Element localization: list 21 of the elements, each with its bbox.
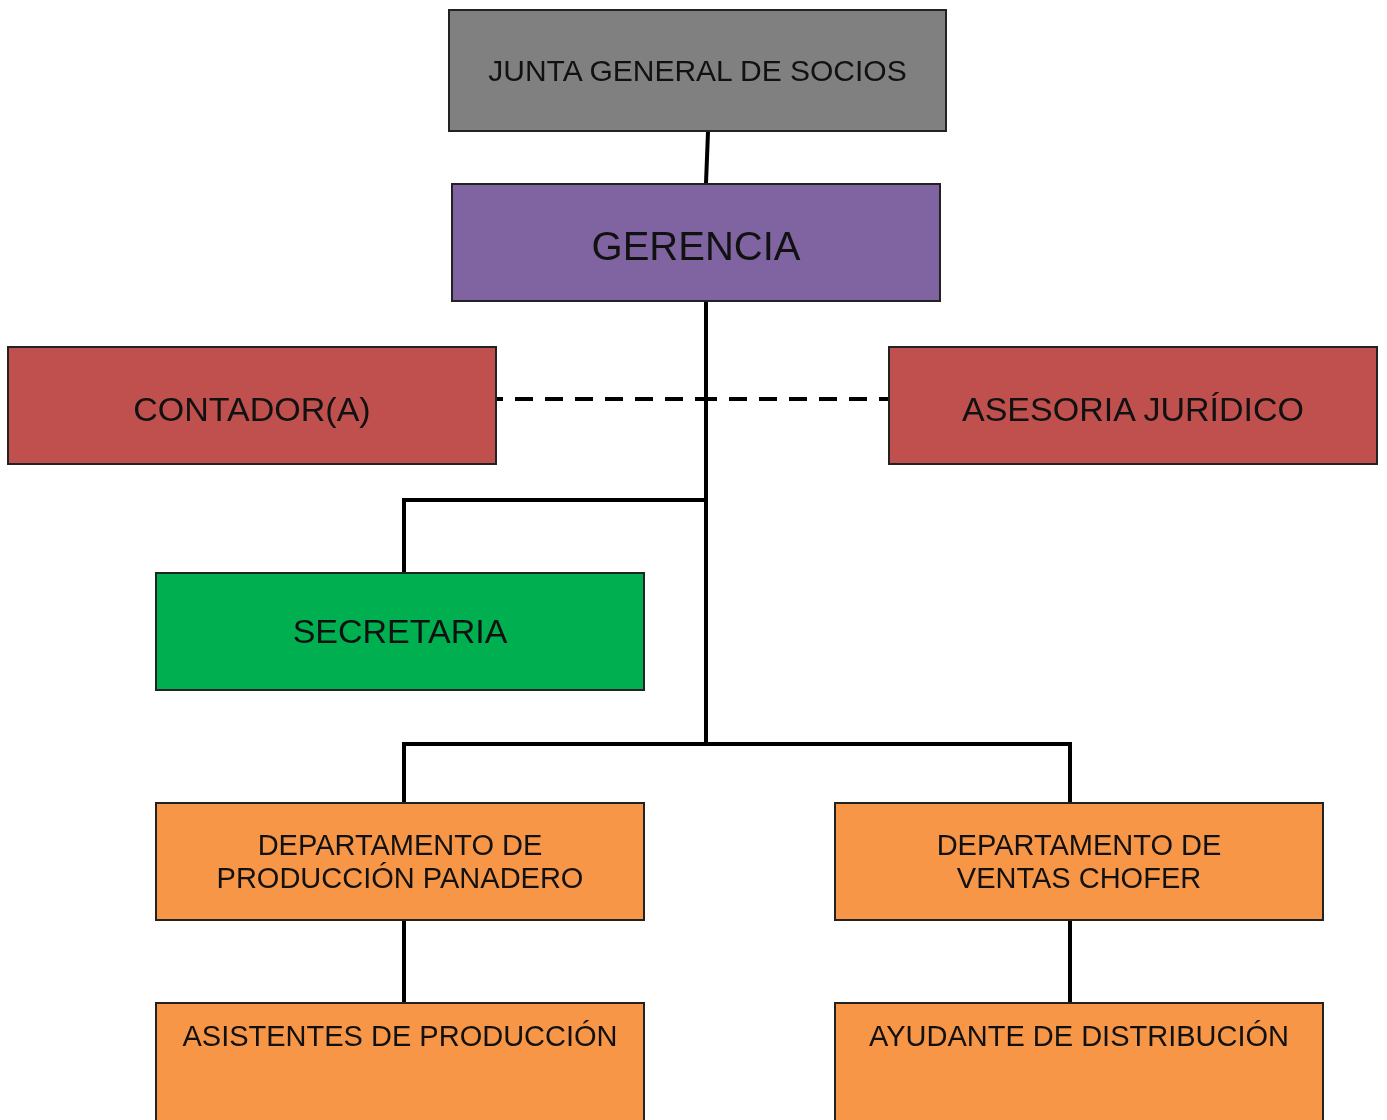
org-box [834, 1002, 1324, 1120]
org-box [448, 9, 947, 132]
org-box [155, 1002, 645, 1120]
org-box [155, 802, 645, 921]
org-box [7, 346, 497, 465]
org-box [834, 802, 1324, 921]
box-label: AYUDANTE DE DISTRIBUCIÓN [869, 1020, 1289, 1053]
box-label: ASISTENTES DE PRODUCCIÓN [182, 1020, 618, 1053]
box-label: DEPARTAMENTO DE PRODUCCIÓN PANADERO [215, 828, 585, 895]
box-label: JUNTA GENERAL DE SOCIOS [488, 53, 907, 88]
org-box [155, 572, 645, 691]
connector-line [402, 921, 406, 1002]
connector-line [1068, 921, 1072, 1002]
box-label: SECRETARIA [292, 612, 508, 651]
org-box [888, 346, 1378, 465]
box-label: ASESORIA JURÍDICO [962, 390, 1304, 429]
org-box [451, 183, 941, 302]
box-label: GERENCIA [591, 224, 801, 269]
connector-line [704, 131, 710, 184]
box-label: CONTADOR(A) [133, 390, 371, 429]
box-label: DEPARTAMENTO DE VENTAS CHOFER [935, 828, 1223, 895]
